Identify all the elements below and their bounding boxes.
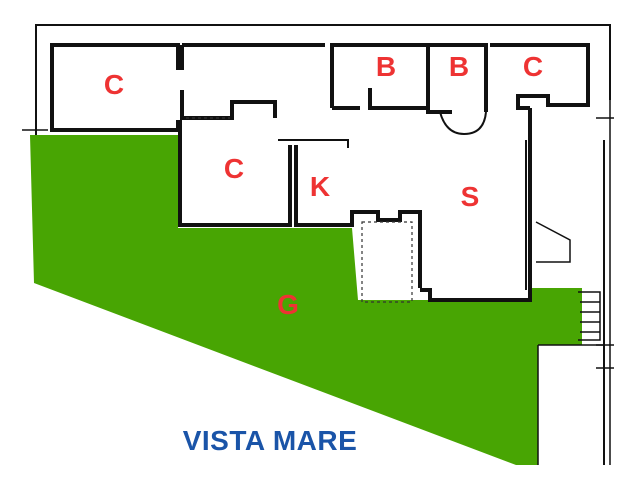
room-label-s: S: [461, 181, 480, 212]
room-label-b1: B: [376, 51, 396, 82]
wall-right-corridor: [420, 108, 532, 302]
room-label-g: G: [277, 289, 299, 320]
wall-bath-b2-bottom: [426, 108, 452, 114]
wall-bath-b1: [330, 43, 430, 110]
terrace-dashed: [361, 221, 413, 303]
outer-wall: [35, 24, 611, 135]
room-label-c3: C: [224, 153, 244, 184]
room-label-b2: B: [449, 51, 469, 82]
wall-k-top: [278, 139, 349, 148]
bay-window-b2: [439, 111, 487, 136]
wall-room-c-top-right: [490, 43, 590, 110]
caption-vista-mare: VISTA MARE: [183, 425, 358, 456]
wall-bath-b2: [428, 43, 488, 112]
room-label-c2: C: [523, 51, 543, 82]
room-label-c1: C: [104, 69, 124, 100]
wall-center-mid: [180, 90, 277, 120]
room-label-k: K: [310, 171, 330, 202]
stair-lower: [578, 291, 601, 341]
stair-upper: [535, 221, 571, 263]
garden-area: [30, 135, 582, 465]
